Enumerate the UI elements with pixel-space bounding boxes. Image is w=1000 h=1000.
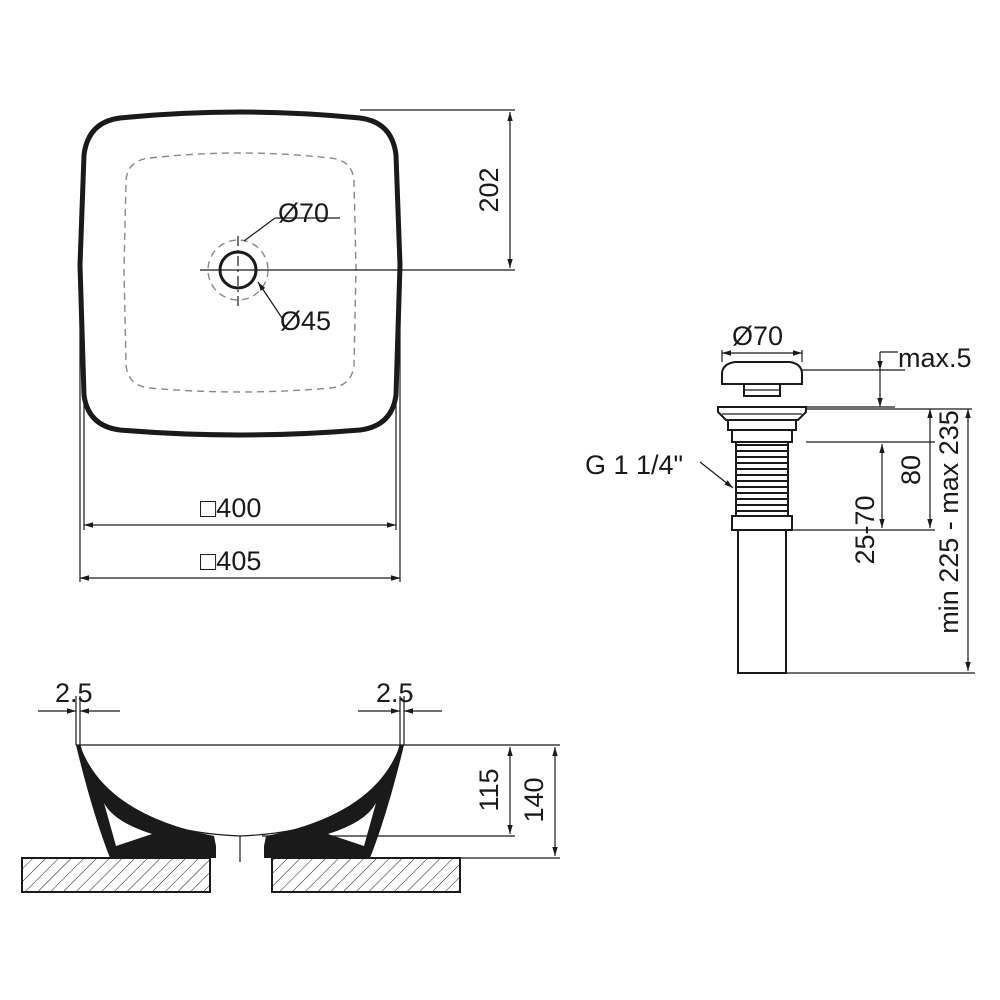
dim-label-405: □405: [200, 546, 261, 576]
drain-body-top: [727, 419, 797, 431]
inner-bowl-hidden: [123, 152, 357, 393]
dim-label-drain-45: Ø45: [280, 306, 331, 336]
dim-label-wall-right: 2.5: [376, 678, 414, 708]
dim-label-115: 115: [474, 768, 504, 811]
dim-label-80: 80: [896, 455, 926, 485]
dim-label-total: min 225 - max 235: [934, 410, 964, 634]
top-view: 202 Ø70 Ø45 □400 □405: [77, 109, 515, 582]
side-view: 2.5 2.5 115 140: [21, 678, 560, 893]
drain-thread: [735, 441, 789, 517]
bowl-section-right: [264, 745, 404, 858]
dim-label-400: □400: [200, 493, 261, 523]
dim-label-cap-70: Ø70: [732, 321, 783, 351]
basin-outline: [77, 109, 403, 438]
drain-nut: [731, 429, 793, 443]
dim-label-202: 202: [474, 167, 504, 212]
drain-tailpipe: [737, 529, 787, 674]
drain-cap: [721, 361, 803, 385]
dim-label-max5: max.5: [898, 343, 972, 373]
bowl-section-left: [76, 745, 216, 858]
countertop-right: [271, 857, 461, 893]
dim-label-wall-left: 2.5: [55, 678, 93, 708]
drain-collar: [731, 515, 793, 531]
thread-label: G 1 1/4": [585, 450, 683, 480]
dim-label-drain-70: Ø70: [278, 198, 329, 228]
dim-label-25-70: 25-70: [850, 495, 880, 564]
countertop-left: [21, 857, 211, 893]
dim-label-140: 140: [519, 777, 549, 822]
drain-view: Ø70 max.5 G 1 1/4" 80 25-70 min 225 - ma…: [585, 321, 975, 674]
